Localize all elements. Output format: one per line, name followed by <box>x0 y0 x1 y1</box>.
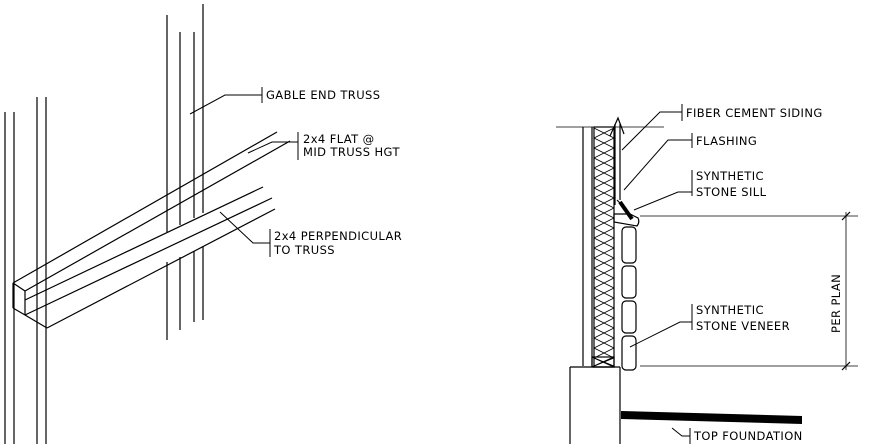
synthetic-stone-veneer-label-line1: SYNTHETIC <box>696 303 764 317</box>
gable-end-truss-leader <box>189 94 262 115</box>
insulation-hatch-line <box>593 167 615 179</box>
insulation-hatch-line <box>593 327 615 339</box>
insulation-hatch-line <box>593 257 615 269</box>
2x4-flat-label-line1: 2x4 FLAT @ <box>303 132 375 146</box>
bottom-plate <box>591 356 615 368</box>
synthetic-stone-veneer-label-line2: STONE VENEER <box>696 319 790 333</box>
insulation-hatch-line <box>593 247 615 259</box>
insulation-hatch-line <box>593 297 615 309</box>
flashing-leader <box>623 139 692 191</box>
insulation-hatch-line <box>593 277 615 289</box>
top-foundation-label: TOP FOUNDATION <box>693 429 803 443</box>
per-plan-label: PER PLAN <box>829 274 843 333</box>
insulation-hatch-line <box>593 197 615 209</box>
insulation-hatch-line <box>593 227 615 239</box>
fiber-cement-siding <box>609 116 625 205</box>
insulation-hatch-line <box>593 207 615 219</box>
insulation-hatch-line <box>593 137 615 149</box>
2x4-perpendicular-leader <box>219 211 270 244</box>
insulation-hatch-line <box>593 267 615 279</box>
gable-truss-detail: GABLE END TRUSS 2x4 FLAT @ MID TRUSS HGT… <box>4 4 402 444</box>
insulation-hatch-line <box>593 147 615 159</box>
synthetic-stone-sill <box>613 213 640 227</box>
insulation-hatch-line <box>593 127 615 139</box>
synthetic-stone-veneer-leader <box>629 321 692 348</box>
synthetic-stone-sill-label-line1: SYNTHETIC <box>696 169 764 183</box>
flashing-heavy <box>618 200 634 221</box>
insulation-hatch-line <box>593 347 615 359</box>
insulation-hatch-line <box>593 317 615 329</box>
insulation-hatch-line <box>593 307 615 319</box>
gable-end-truss-members <box>166 4 204 340</box>
2x4-perpendicular-board <box>24 186 276 329</box>
insulation-hatch-line <box>593 337 615 349</box>
insulation-hatch-line <box>593 287 615 299</box>
insulation-hatch-line <box>593 217 615 229</box>
insulation-hatch-line <box>593 157 615 169</box>
insulation-hatch-line <box>593 177 615 189</box>
top-foundation-leader <box>671 427 690 437</box>
2x4-perpendicular-label-line1: 2x4 PERPENDICULAR <box>274 229 402 243</box>
synthetic-stone-sill-label-line2: STONE SILL <box>696 185 767 199</box>
2x4-flat-leader <box>247 141 298 154</box>
synthetic-stone-veneer <box>621 226 637 371</box>
2x4-flat-label-line2: MID TRUSS HGT <box>303 145 400 159</box>
wall-section-detail: PER PLAN FIBER CEMENT SIDING FLASHING SY… <box>556 104 858 444</box>
gable-end-truss-label: GABLE END TRUSS <box>266 88 380 102</box>
floor-slab <box>621 411 802 424</box>
wall-stud <box>582 127 593 366</box>
synthetic-stone-sill-leader <box>633 191 692 211</box>
2x4-flat-board <box>12 131 291 316</box>
insulation-hatch-line <box>593 187 615 199</box>
left-stud-lines <box>4 97 47 444</box>
insulation-hatch-line <box>593 237 615 249</box>
wall-insulation <box>593 126 615 368</box>
per-plan-dimension <box>640 211 858 371</box>
2x4-perpendicular-label-line2: TO TRUSS <box>273 243 335 257</box>
foundation-wall <box>569 366 621 444</box>
flashing-label: FLASHING <box>696 134 757 148</box>
fiber-cement-siding-label: FIBER CEMENT SIDING <box>686 106 823 120</box>
fiber-cement-siding-leader <box>621 111 682 151</box>
